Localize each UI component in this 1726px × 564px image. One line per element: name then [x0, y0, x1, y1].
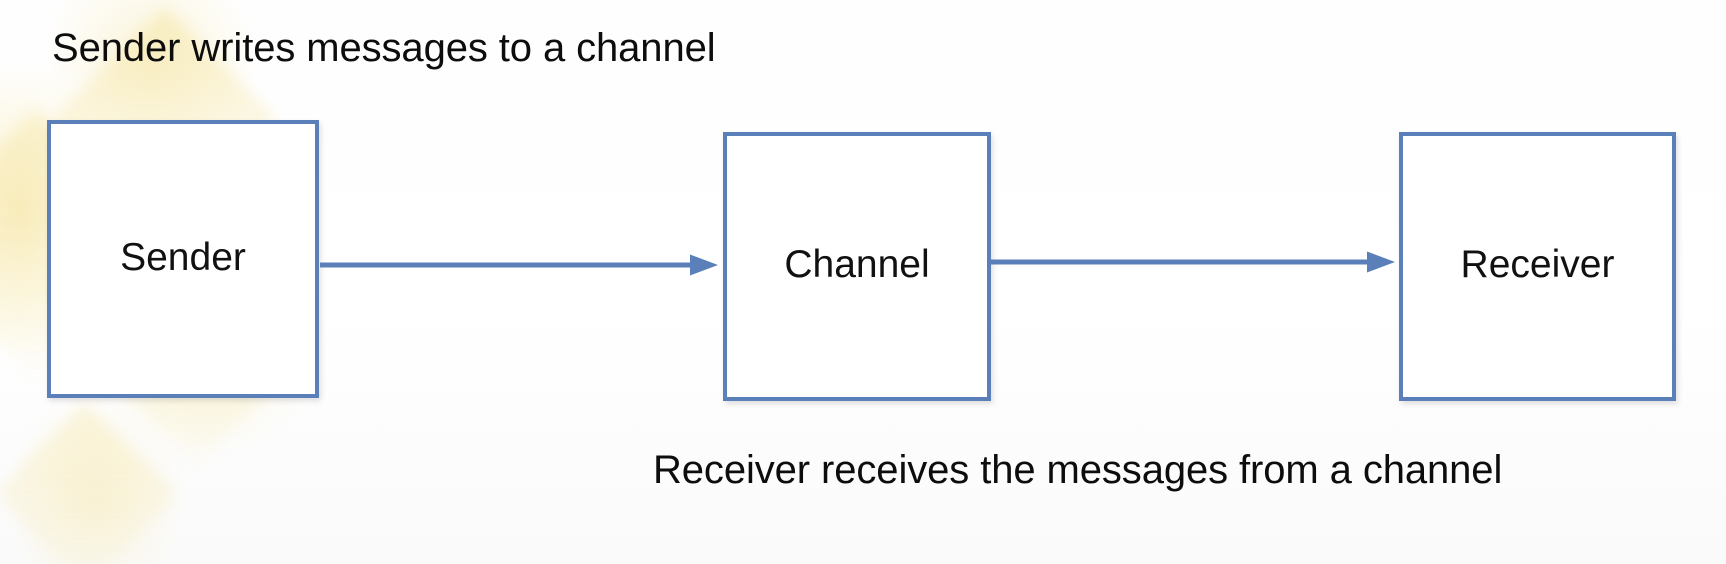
watermark-diamond-shape: [0, 403, 177, 564]
arrow-channel-to-receiver: [991, 251, 1395, 273]
top-caption-text: Sender writes messages to a channel: [52, 26, 716, 70]
node-label-channel: Channel: [784, 243, 930, 286]
node-label-receiver: Receiver: [1460, 243, 1615, 286]
node-box-channel[interactable]: Channel: [723, 132, 991, 401]
node-box-receiver[interactable]: Receiver: [1399, 132, 1676, 401]
node-label-sender: Sender: [120, 235, 246, 279]
arrow-sender-to-channel: [320, 254, 718, 276]
node-box-sender[interactable]: Sender: [47, 120, 319, 398]
bottom-caption-text: Receiver receives the messages from a ch…: [653, 448, 1503, 492]
